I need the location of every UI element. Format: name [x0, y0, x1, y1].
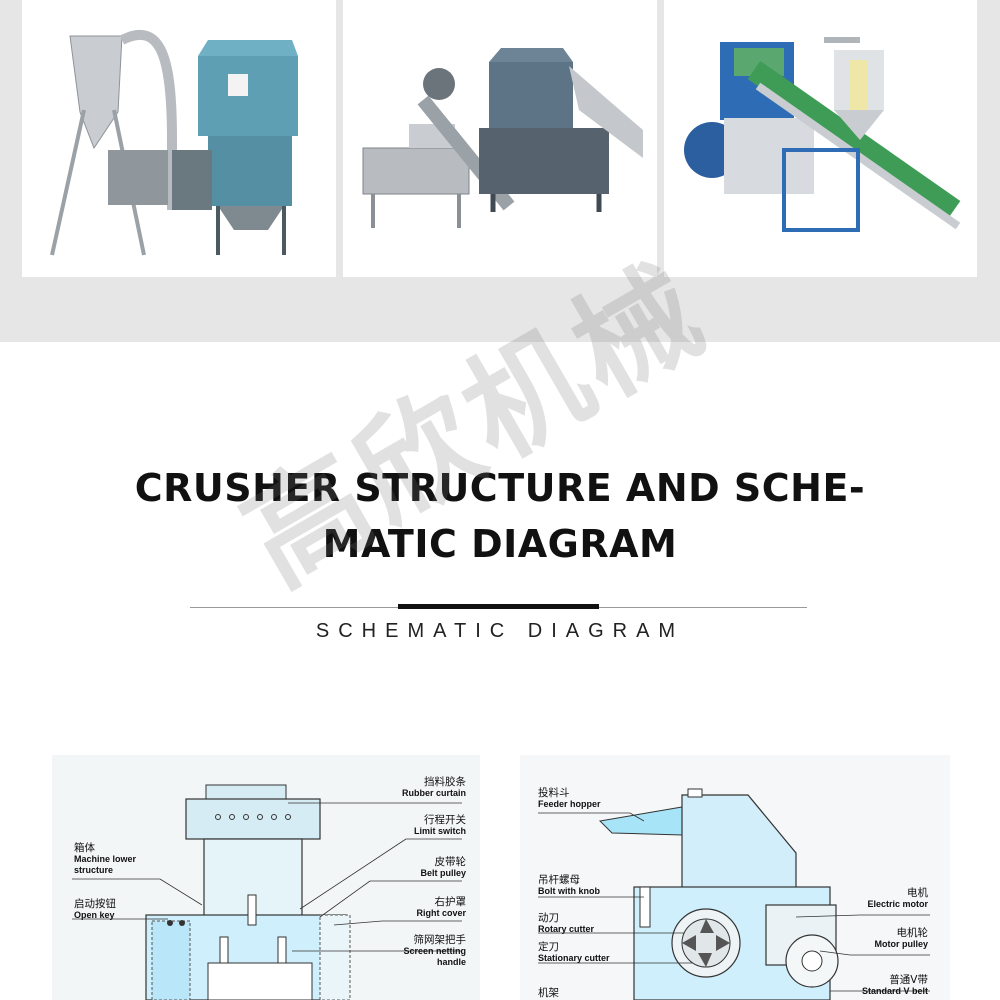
label-standard-v-belt: 普通V带 Standard V belt [861, 974, 928, 997]
crusher-with-hopper-loader-photo[interactable] [22, 0, 336, 277]
section-title-line-1: CRUSHER STRUCTURE AND SCHE- [134, 466, 866, 510]
crusher-with-belt-conveyor-photo[interactable] [664, 0, 977, 277]
label-motor-pulley: 电机轮 Motor pulley [874, 927, 929, 950]
title-divider-accent [398, 604, 599, 609]
label-open-key: 启动按钮 Open key [74, 898, 116, 921]
label-belt-pulley: 皮带轮 Belt pulley [420, 856, 466, 879]
label-limit-switch: 行程开关 Limit switch [413, 814, 466, 837]
screw-conveyor-illustration [362, 48, 643, 228]
crusher-side-view-diagram: 投料斗 Feeder hopper 吊杆螺母 Bolt with knob 动刀… [520, 755, 950, 1000]
belt-conveyor-illustration [684, 37, 961, 232]
hopper-loader-illustration [50, 29, 298, 256]
label-electric-motor: 电机 Electric motor [867, 887, 928, 910]
section-subtitle: SCHEMATIC DIAGRAM [315, 620, 685, 642]
side-view-drawing [538, 788, 930, 1000]
crusher-with-screw-conveyor-photo[interactable] [343, 0, 657, 277]
label-bolt-with-knob: 吊杆螺母 Bolt with knob [538, 874, 600, 897]
product-gallery [0, 0, 1000, 342]
label-rubber-curtain: 挡料胶条 Rubber curtain [401, 776, 466, 799]
label-frame: 机架 [538, 987, 559, 999]
label-feeder-hopper: 投料斗 Feeder hopper [538, 787, 601, 810]
label-stationary-cutter: 定刀 Stationary cutter [538, 941, 610, 964]
label-right-cover: 右护罩 Right cover [416, 896, 466, 919]
label-screen-netting-handle: 筛网架把手 Screen netting handle [403, 934, 466, 968]
label-machine-lower-structure: 箱体 Machine lower structure [74, 842, 137, 876]
label-rotary-cutter: 动刀 Rotary cutter [538, 912, 595, 935]
crusher-front-view-diagram: 挡料胶条 Rubber curtain 行程开关 Limit switch 皮带… [52, 755, 480, 1000]
section-title-line-2: MATIC DIAGRAM [322, 522, 678, 566]
front-view-drawing [72, 784, 462, 1000]
